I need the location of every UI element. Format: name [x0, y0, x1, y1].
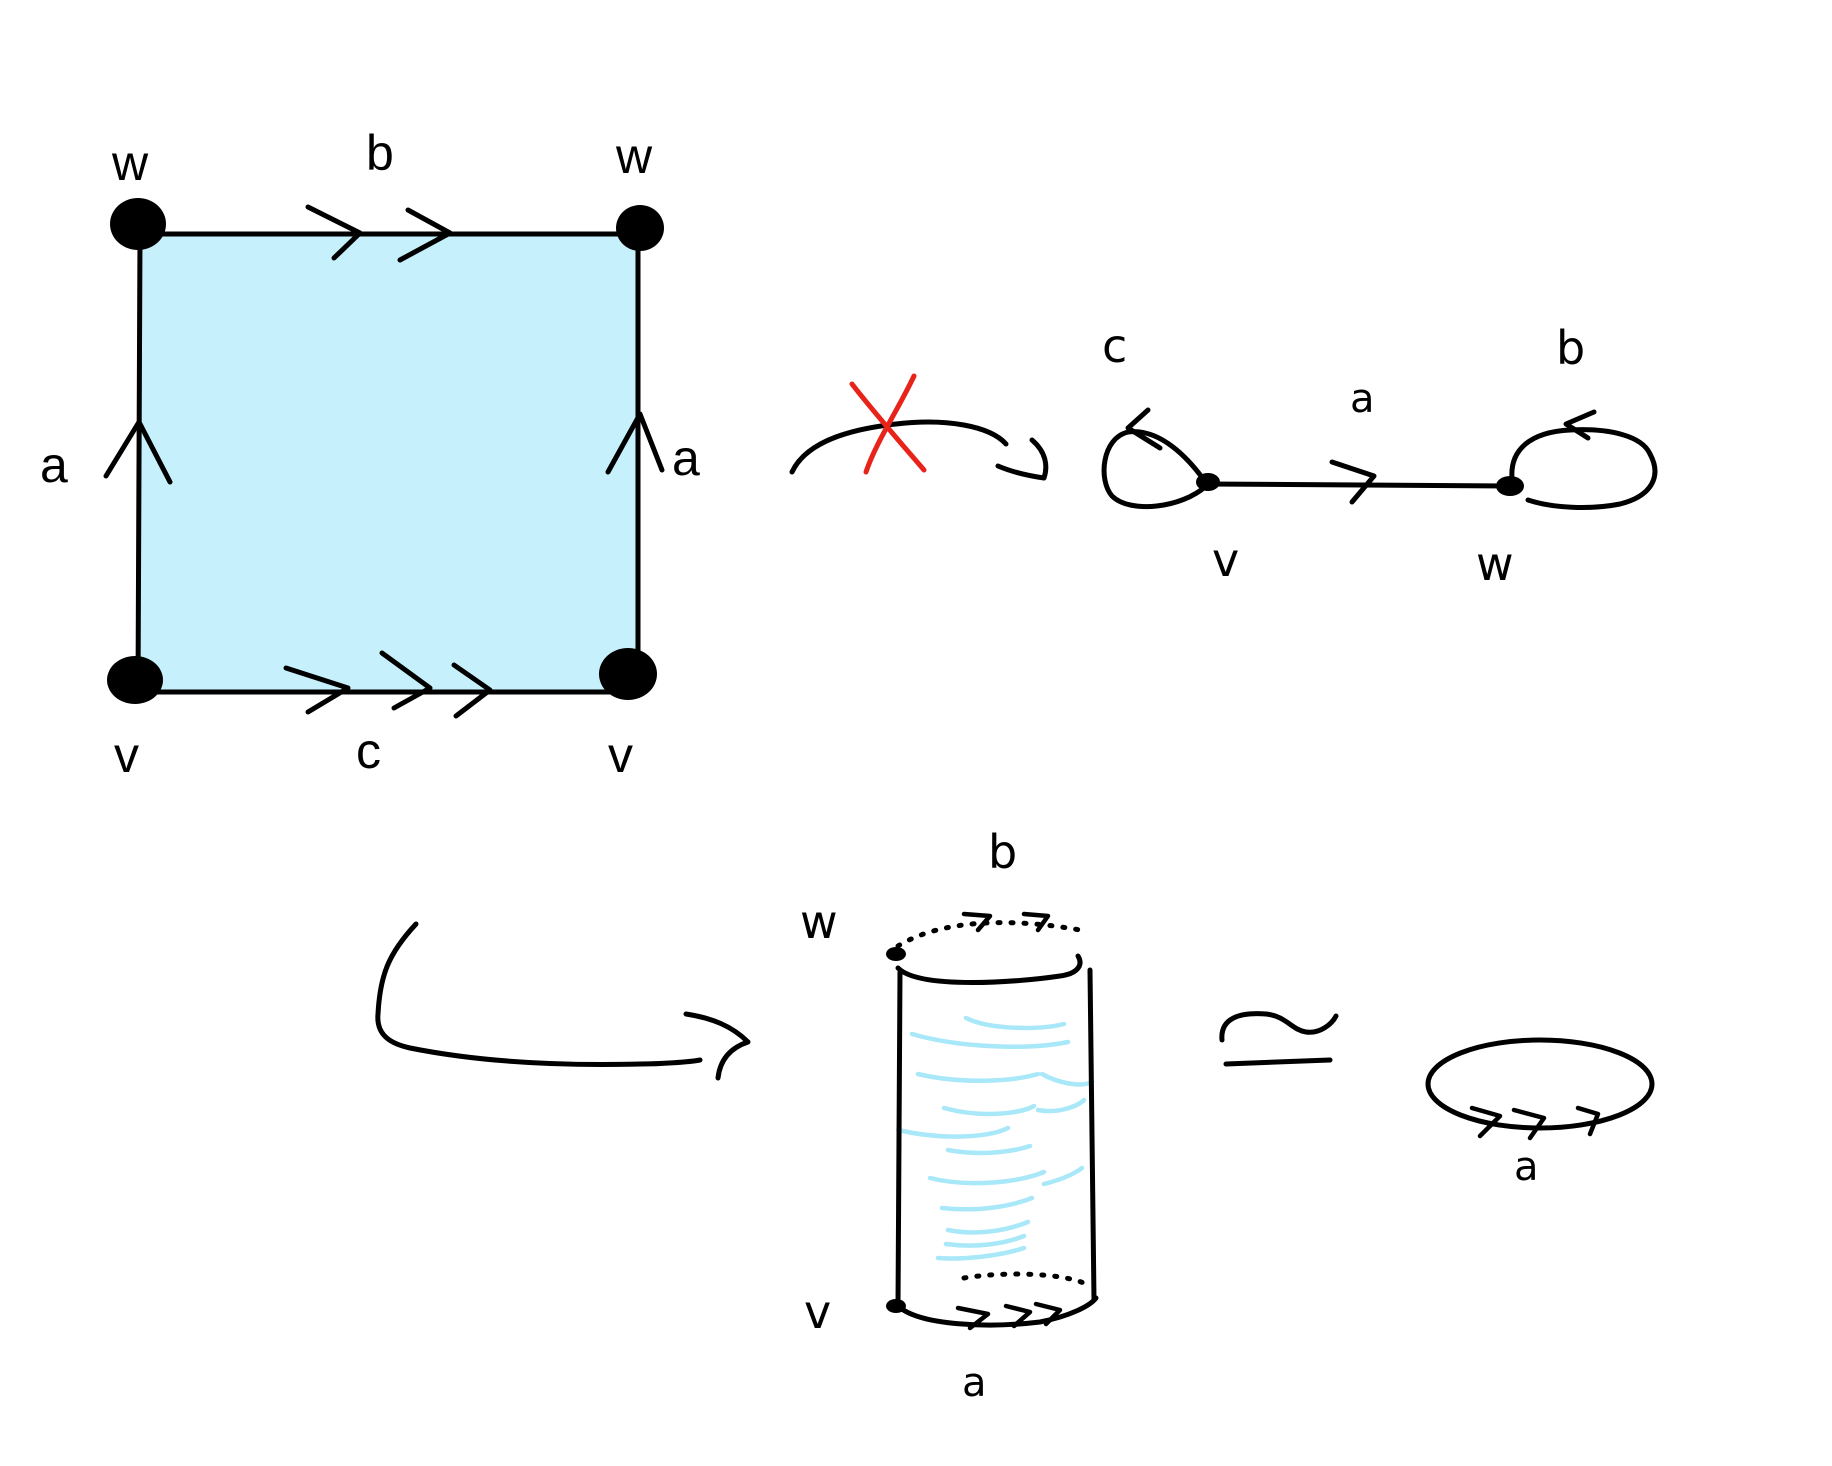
crossed-out-arrow	[789, 373, 1049, 481]
cylinder: b w v a	[800, 825, 1099, 1406]
cylinder-bottom-arrowhead-2	[1003, 1303, 1033, 1329]
square-edge-left	[135, 231, 143, 695]
graph-label-edge-middle: a	[1350, 376, 1375, 422]
cylinder-top-arrowhead-1	[961, 911, 993, 933]
circle-arrowhead-2	[1511, 1107, 1547, 1141]
edge-right-arrowhead	[605, 411, 665, 475]
edge-top-arrowhead-1	[305, 204, 363, 261]
vertex-top-right	[616, 205, 664, 251]
cylinder-bottom-rim-back	[961, 1271, 1089, 1287]
graph: c b a v w	[1101, 319, 1658, 591]
circle-arrowhead-1	[1469, 1105, 1503, 1139]
graph-edge-middle	[1203, 481, 1511, 489]
cylinder-vertex-bottom	[886, 1299, 906, 1313]
cylinder-side-left	[895, 969, 903, 1309]
label-edge-bottom: c	[356, 723, 381, 779]
cylinder-label-vertex-bottom: v	[804, 1285, 831, 1339]
graph-label-loop-left: c	[1102, 319, 1127, 373]
vertex-top-left	[110, 198, 166, 250]
graph-loop-right	[1509, 427, 1658, 510]
graph-label-loop-right: b	[1556, 321, 1585, 375]
graph-label-vertex-left: v	[1212, 533, 1239, 587]
curved-arrow-shaft	[375, 921, 703, 1067]
equivalence-bar	[1223, 1057, 1333, 1067]
edge-left-arrowhead	[103, 419, 173, 485]
curved-arrow	[375, 921, 751, 1081]
vertex-bottom-right	[599, 648, 657, 700]
cylinder-shading	[895, 1015, 1095, 1261]
curved-arrow-head	[683, 1011, 751, 1081]
edge-bottom-arrowhead-1	[283, 665, 351, 715]
cylinder-bottom-rim-front	[895, 1295, 1099, 1328]
vertex-bottom-left	[107, 656, 163, 704]
graph-loop-left-arrowhead	[1125, 407, 1163, 451]
equivalence-tilde	[1219, 1011, 1339, 1043]
cylinder-vertex-top	[886, 947, 906, 961]
cylinder-top-rim-front	[895, 953, 1083, 985]
edge-bottom-arrowhead-2	[379, 650, 433, 711]
cylinder-side-right	[1087, 967, 1097, 1303]
cylinder-label-vertex-top: w	[800, 895, 838, 949]
label-corner-bottom-left: v	[114, 727, 139, 783]
circle-loop	[1425, 1037, 1655, 1131]
cylinder-label-top: b	[988, 825, 1017, 879]
cross-out-stroke-2	[863, 373, 917, 475]
label-corner-top-right: w	[615, 128, 653, 184]
label-corner-bottom-right: v	[608, 727, 633, 783]
graph-vertex-right	[1496, 476, 1524, 496]
cylinder-label-bottom: a	[962, 1360, 987, 1406]
label-edge-right: a	[672, 430, 700, 486]
graph-edge-middle-arrowhead	[1329, 459, 1377, 505]
square-face	[140, 234, 638, 692]
label-edge-left: a	[40, 437, 68, 493]
label-corner-top-left: w	[111, 135, 149, 191]
graph-label-vertex-right: w	[1476, 537, 1514, 591]
arc-arrow-head	[995, 437, 1049, 481]
square-cell: w w b a a v c v	[40, 125, 700, 783]
graph-loop-right-arrowhead	[1563, 409, 1597, 441]
circle: a	[1425, 1037, 1655, 1190]
equivalence: ≃	[1219, 1011, 1339, 1067]
graph-loop-left	[1101, 429, 1209, 510]
circle-label: a	[1514, 1144, 1539, 1190]
label-edge-top: b	[366, 125, 394, 181]
graph-vertex-left	[1196, 473, 1220, 491]
arc-arrow-shaft	[789, 419, 1009, 475]
cylinder-bottom-arrowhead-1	[955, 1305, 991, 1331]
cylinder-bottom-arrowhead-3	[1033, 1301, 1063, 1327]
circle-arrowhead-3	[1575, 1105, 1601, 1137]
edge-top-arrowhead-2	[397, 207, 453, 263]
edge-bottom-arrowhead-3	[451, 662, 493, 719]
cylinder-top-rim-back	[895, 920, 1083, 949]
cylinder-top-arrowhead-2	[1021, 911, 1051, 933]
